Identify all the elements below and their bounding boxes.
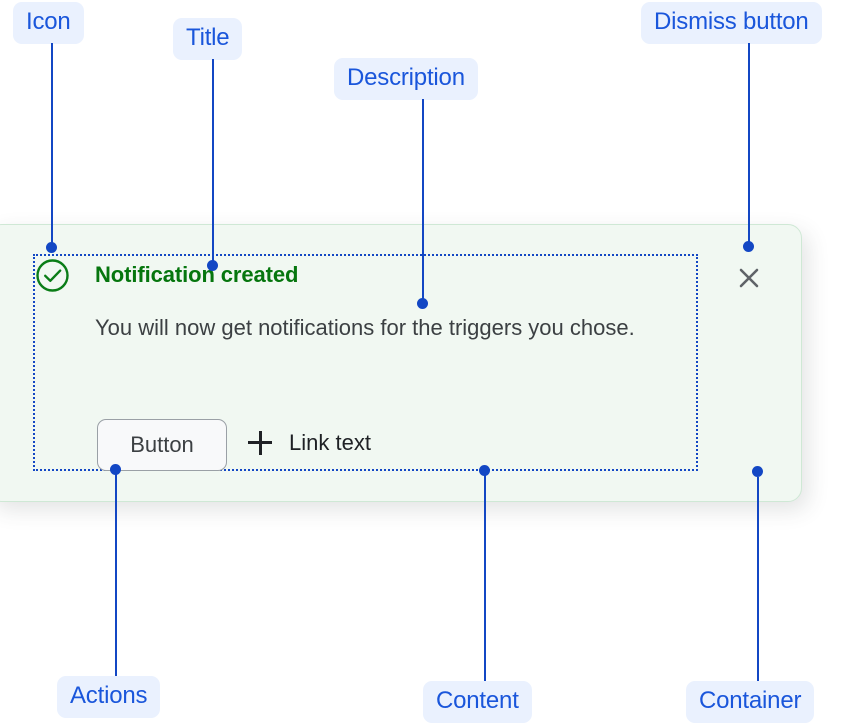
close-icon — [739, 268, 759, 288]
notification-description: You will now get notifications for the t… — [95, 315, 635, 340]
callout-label-actions: Actions — [57, 676, 161, 718]
leader-line-content — [484, 472, 486, 681]
leader-line-description — [422, 99, 424, 304]
link-action-label: Link text — [289, 430, 371, 455]
primary-action-button[interactable]: Button — [97, 419, 227, 471]
notification-title: Notification created — [95, 262, 299, 287]
leader-line-icon — [51, 43, 53, 248]
leader-line-title — [212, 59, 214, 265]
callout-label-description: Description — [334, 58, 478, 100]
leader-line-dismiss — [748, 43, 750, 246]
leader-line-container — [757, 477, 759, 681]
leader-line-actions — [115, 470, 117, 676]
plus-icon — [248, 431, 272, 455]
callout-label-content: Content — [423, 681, 532, 723]
leader-dot-description — [417, 298, 428, 309]
leader-dot-icon — [46, 242, 57, 253]
add-link-action[interactable]: Link text — [248, 430, 371, 456]
leader-dot-actions — [110, 464, 121, 475]
leader-dot-content — [479, 465, 490, 476]
callout-label-title: Title — [173, 18, 243, 60]
check-circle-icon — [36, 259, 69, 292]
leader-dot-container — [752, 466, 763, 477]
callout-label-icon: Icon — [13, 2, 84, 44]
callout-label-container: Container — [686, 681, 815, 723]
leader-dot-title — [207, 260, 218, 271]
dismiss-button[interactable] — [734, 263, 764, 293]
leader-dot-dismiss — [743, 241, 754, 252]
callout-label-dismiss: Dismiss button — [641, 2, 822, 44]
